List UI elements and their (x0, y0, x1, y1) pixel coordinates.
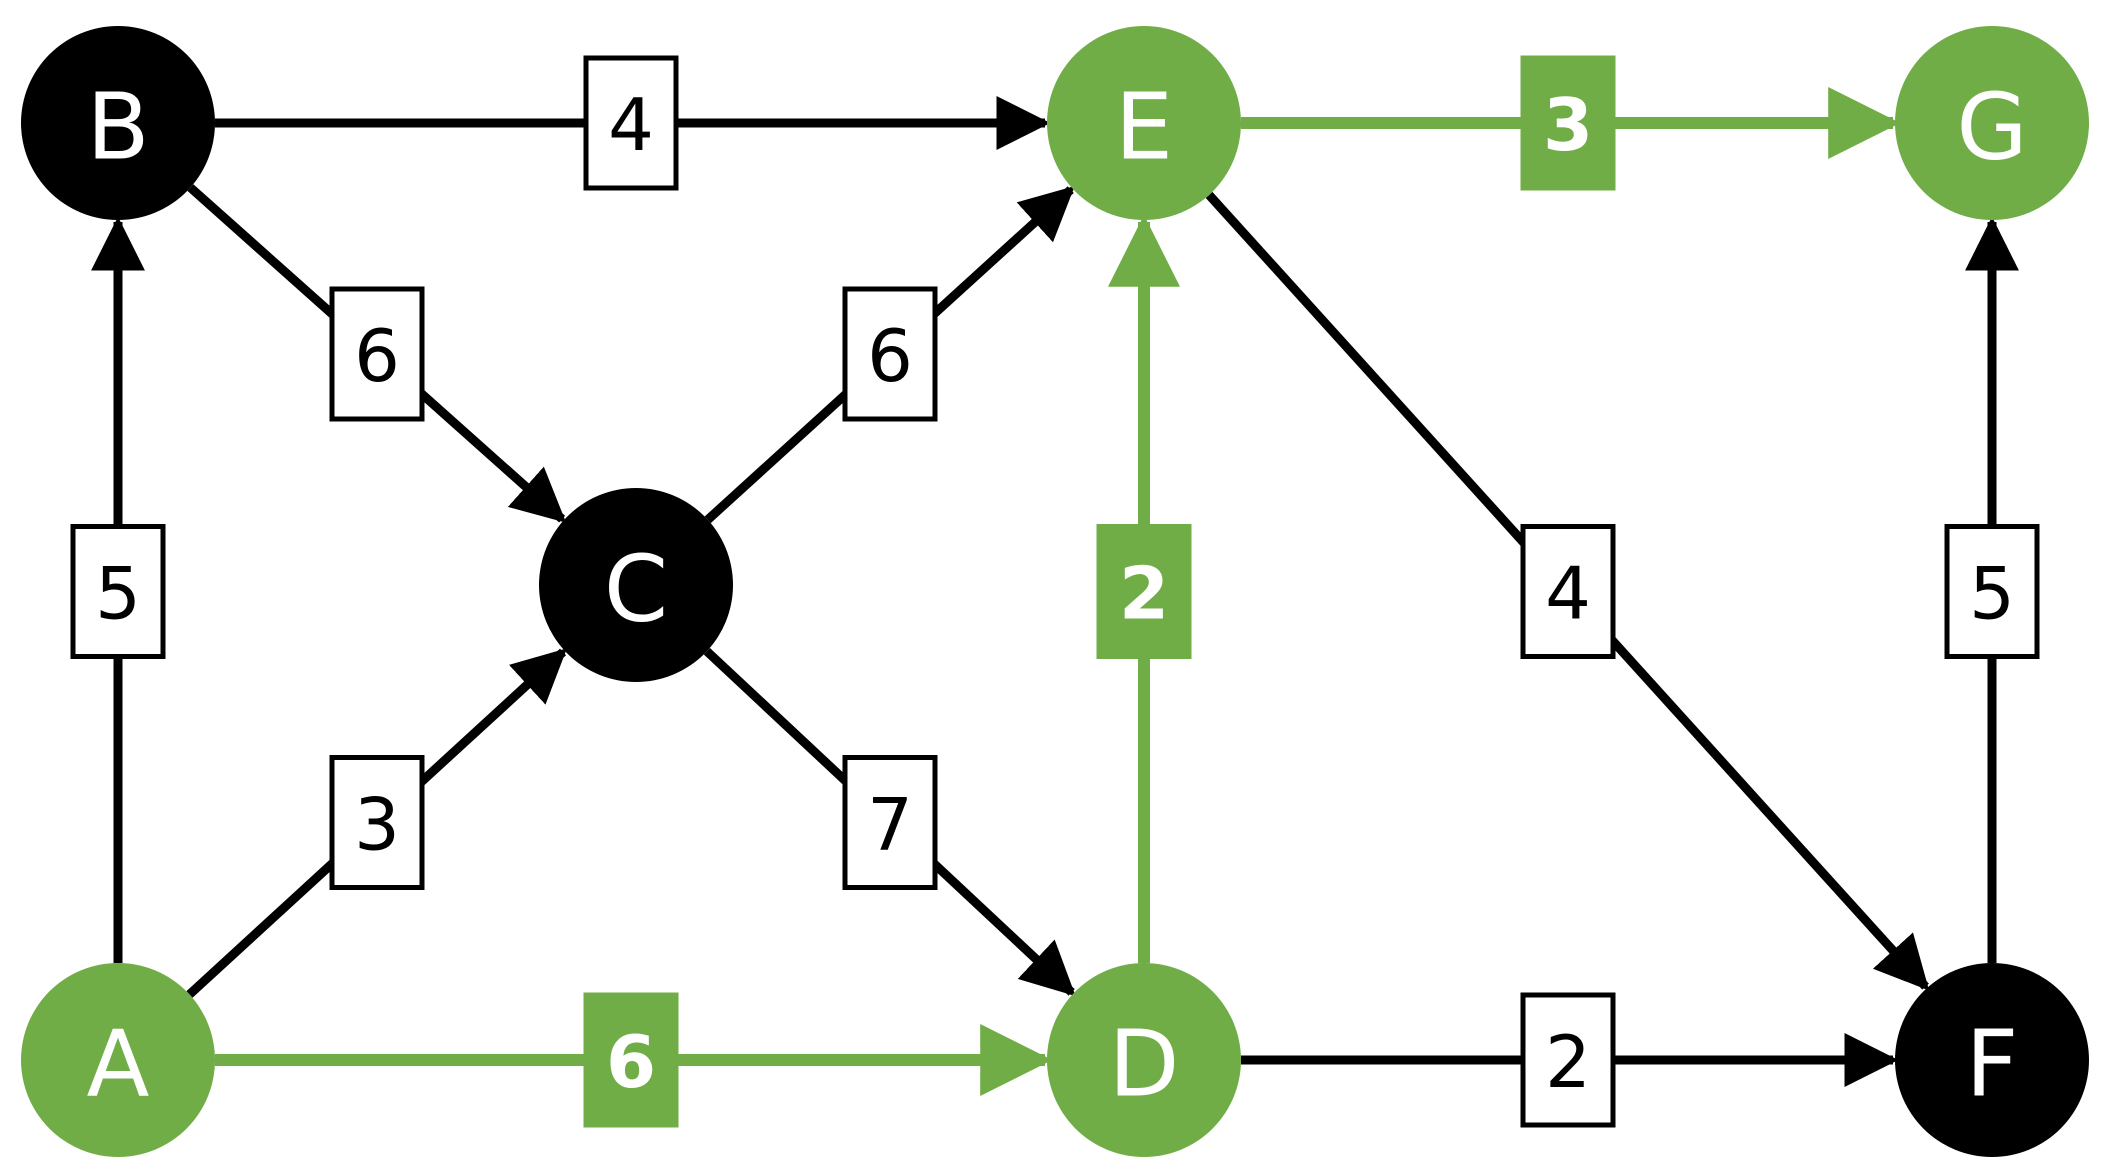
edge-weight-a-d: 6 (583, 992, 679, 1128)
node-label: E (1115, 74, 1173, 181)
weight-box (583, 55, 679, 191)
weight-box (583, 992, 679, 1128)
weight-label: 3 (354, 783, 400, 867)
node-circle (21, 26, 215, 220)
node-label: C (604, 536, 668, 643)
node-b: B (21, 26, 215, 220)
weight-label: 5 (95, 552, 141, 636)
weight-box (1520, 524, 1616, 659)
node-circle (1047, 963, 1241, 1157)
edge-weight-a-b: 5 (70, 524, 166, 659)
edge-weight-d-e: 2 (1096, 524, 1192, 659)
node-c: C (539, 488, 733, 682)
weight-box (1944, 524, 2040, 659)
edge-weight-c-d: 7 (842, 755, 938, 890)
edge-weight-e-f: 4 (1520, 524, 1616, 659)
node-f: F (1895, 963, 2089, 1157)
node-a: A (21, 963, 215, 1157)
edges-layer (91, 87, 2019, 1096)
weights-layer: 5 3 6 4 6 6 7 2 2 3 4 5 (70, 55, 2040, 1128)
edge-weight-b-c: 6 (329, 286, 425, 422)
node-circle (1895, 26, 2089, 220)
nodes-layer: A B C D E F G (21, 26, 2089, 1157)
node-g: G (1895, 26, 2089, 220)
node-circle (1047, 26, 1241, 220)
weight-box (1520, 55, 1616, 191)
edge-weight-d-f: 2 (1520, 992, 1616, 1128)
weight-label: 4 (608, 83, 654, 167)
weight-label: 2 (1545, 1020, 1591, 1104)
weight-label: 6 (867, 314, 913, 398)
node-circle (539, 488, 733, 682)
weight-box (70, 524, 166, 659)
weight-box (329, 286, 425, 422)
edge-weight-e-g: 3 (1520, 55, 1616, 191)
weight-box (842, 286, 938, 422)
edge-weight-b-e: 4 (583, 55, 679, 191)
node-circle (21, 963, 215, 1157)
weight-label: 6 (606, 1020, 656, 1104)
node-e: E (1047, 26, 1241, 220)
weight-label: 5 (1969, 552, 2015, 636)
node-label: G (1956, 74, 2027, 181)
weight-box (842, 755, 938, 890)
edge-weight-a-c: 3 (329, 755, 425, 890)
weight-label: 7 (867, 783, 913, 867)
node-d: D (1047, 963, 1241, 1157)
weight-label: 2 (1119, 552, 1169, 636)
weight-label: 6 (354, 314, 400, 398)
node-label: B (86, 74, 149, 181)
weight-label: 3 (1543, 83, 1593, 167)
weight-label: 4 (1545, 552, 1591, 636)
weight-box (1520, 992, 1616, 1128)
edge-weight-c-e: 6 (842, 286, 938, 422)
node-circle (1895, 963, 2089, 1157)
node-label: D (1109, 1011, 1180, 1118)
edge-weight-f-g: 5 (1944, 524, 2040, 659)
node-label: A (87, 1011, 150, 1118)
weight-box (329, 755, 425, 890)
weight-box (1096, 524, 1192, 659)
node-label: F (1966, 1011, 2019, 1118)
